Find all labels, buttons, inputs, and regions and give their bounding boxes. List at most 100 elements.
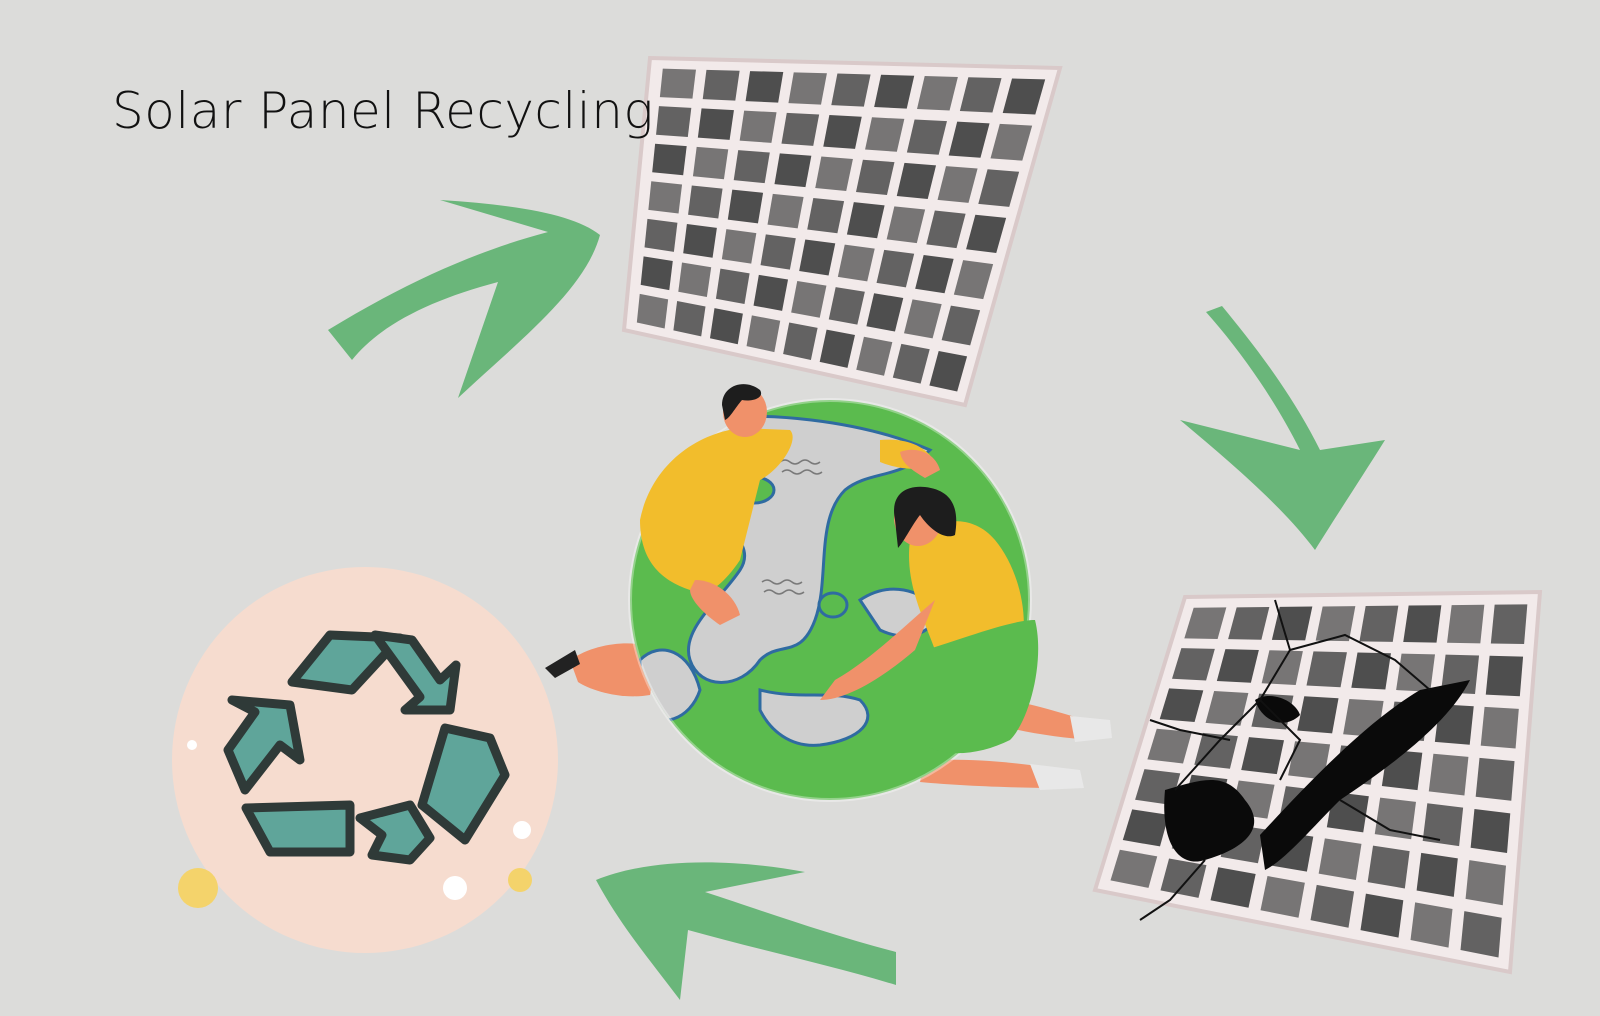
panel-cell (1216, 649, 1259, 683)
panel-cell (1367, 845, 1410, 889)
panel-cell (1147, 728, 1192, 764)
crack-marks (1164, 680, 1470, 870)
recycle-icon (223, 630, 510, 865)
panel-cell (917, 76, 958, 111)
panel-cell (876, 249, 915, 288)
panel-cell (828, 287, 865, 325)
panel-cell (906, 119, 947, 155)
panel-cell (1410, 902, 1453, 948)
panel-cell (807, 198, 845, 234)
panel-cell (636, 293, 669, 329)
panel-cell (1475, 757, 1515, 801)
panel-cell (1403, 605, 1442, 643)
panel-cell (846, 202, 885, 239)
panel-cell (1422, 803, 1464, 847)
panel-cell (733, 150, 770, 184)
panel-cell (1228, 606, 1270, 640)
panel-cell (1318, 838, 1362, 881)
panel-cell (721, 229, 757, 264)
panel-cell (1110, 849, 1158, 888)
panel-cell (823, 115, 862, 149)
panel-cell (640, 256, 673, 291)
panel-cell (926, 210, 966, 249)
panel-cell (831, 73, 871, 107)
panel-cell (692, 146, 729, 180)
solar-panel-icon (621, 55, 1063, 408)
panel-cell (953, 260, 994, 300)
panel-cell (892, 343, 930, 384)
panel-cell (1359, 605, 1399, 642)
recycle-circle (172, 567, 558, 953)
panel-cell (966, 214, 1007, 253)
panel-cell (1241, 737, 1285, 775)
panel-cell (709, 308, 743, 345)
panel-cell (788, 72, 827, 105)
cracked-solar-panel-icon (1092, 589, 1543, 975)
panel-cell (1122, 809, 1169, 847)
people-hugging-globe-illustration (545, 384, 1112, 802)
water-marks (761, 459, 823, 595)
panel-cell (896, 162, 937, 199)
panel-cell (959, 77, 1002, 113)
panel-cell (1210, 867, 1256, 908)
panel-cell (760, 234, 796, 270)
panel-cell (1194, 732, 1238, 769)
panel-cell (1310, 884, 1355, 928)
panel-cell (1260, 876, 1305, 918)
panel-cell (702, 69, 740, 101)
panel-cell (978, 169, 1020, 207)
panel-cell (678, 262, 712, 298)
panel-cell (937, 166, 978, 203)
panel-cell (753, 274, 789, 311)
panel-cell (673, 301, 706, 337)
panel-cell (819, 329, 855, 368)
panel-cell (1374, 797, 1416, 840)
panel-cell (856, 336, 893, 376)
panel-cell (1315, 606, 1356, 642)
panel-cell (1297, 696, 1339, 734)
panel-cell (1460, 911, 1502, 958)
panel-cell (866, 293, 904, 332)
panel-cell (1205, 691, 1249, 726)
panel-cell (903, 299, 942, 339)
panel-cell (745, 71, 784, 103)
panel-cell (799, 239, 836, 276)
panel-cell (874, 74, 915, 109)
panel-cell (1184, 607, 1227, 639)
panel-cell (915, 254, 954, 294)
panel-cell (1490, 604, 1528, 645)
panel-cell (1360, 893, 1404, 938)
panel-cell (1428, 753, 1469, 796)
panel-cell (1271, 606, 1313, 641)
panel-cell (697, 108, 734, 140)
panel-cell (659, 68, 696, 99)
panel-cell (656, 106, 692, 137)
panel-cell (1160, 858, 1207, 898)
panel-cell (865, 117, 905, 152)
cycle-arrow-to-new-panel-icon (328, 200, 600, 398)
panel-cell (929, 350, 968, 392)
panel-cell (1172, 648, 1215, 681)
panel-cell (1351, 652, 1391, 690)
panel-cell (648, 181, 683, 214)
panel-cell (1465, 860, 1507, 906)
panel-cell (948, 121, 990, 158)
panel-cell (1416, 852, 1458, 897)
panel-cell (683, 223, 717, 258)
panel-cell (739, 110, 777, 143)
panel-cell (1480, 706, 1519, 749)
panel-cell (1002, 78, 1046, 115)
panel-cell (941, 305, 981, 346)
panel-cell (746, 315, 781, 353)
panel-cell (1306, 651, 1347, 688)
panel-cell (1396, 653, 1436, 692)
panel-cell (1159, 688, 1204, 722)
panel-cell (886, 206, 926, 244)
panel-cell (1485, 655, 1524, 697)
panel-cell (644, 218, 678, 252)
panel-cell (688, 185, 723, 219)
panel-cell (815, 156, 853, 192)
panel-cell (727, 189, 764, 224)
panel-cell (855, 159, 895, 195)
